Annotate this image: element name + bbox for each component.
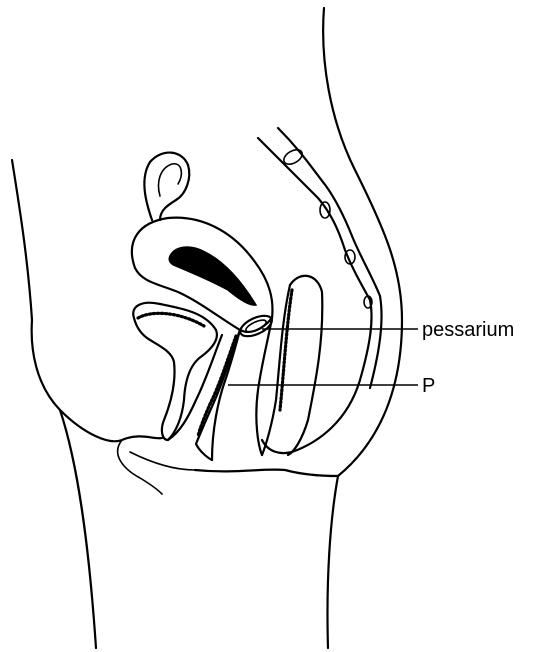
back-outline (323, 8, 402, 648)
fallopian-tube (144, 153, 189, 220)
vulva-fold-2 (130, 452, 195, 470)
vaginal-wall-posterior (196, 330, 240, 460)
vagina (168, 330, 240, 460)
tube-outer (144, 153, 189, 220)
left-thigh-outline (60, 410, 96, 648)
rectum (258, 128, 382, 455)
pessarium-label: pessarium (422, 319, 514, 341)
bladder-wall-texture (138, 313, 204, 326)
body-outline (12, 8, 402, 648)
vulva-fold (118, 440, 162, 494)
front-abdomen-outline (12, 160, 162, 441)
p-label: P (422, 375, 435, 397)
rectovaginal-wall-left (262, 285, 290, 455)
uterine-cavity (169, 247, 256, 305)
rectum-fold-2 (320, 202, 330, 218)
rectum-inner (278, 128, 382, 388)
perineum-outline (195, 470, 338, 476)
tube-inner (159, 164, 182, 196)
rectovaginal-wall-right (288, 276, 322, 455)
